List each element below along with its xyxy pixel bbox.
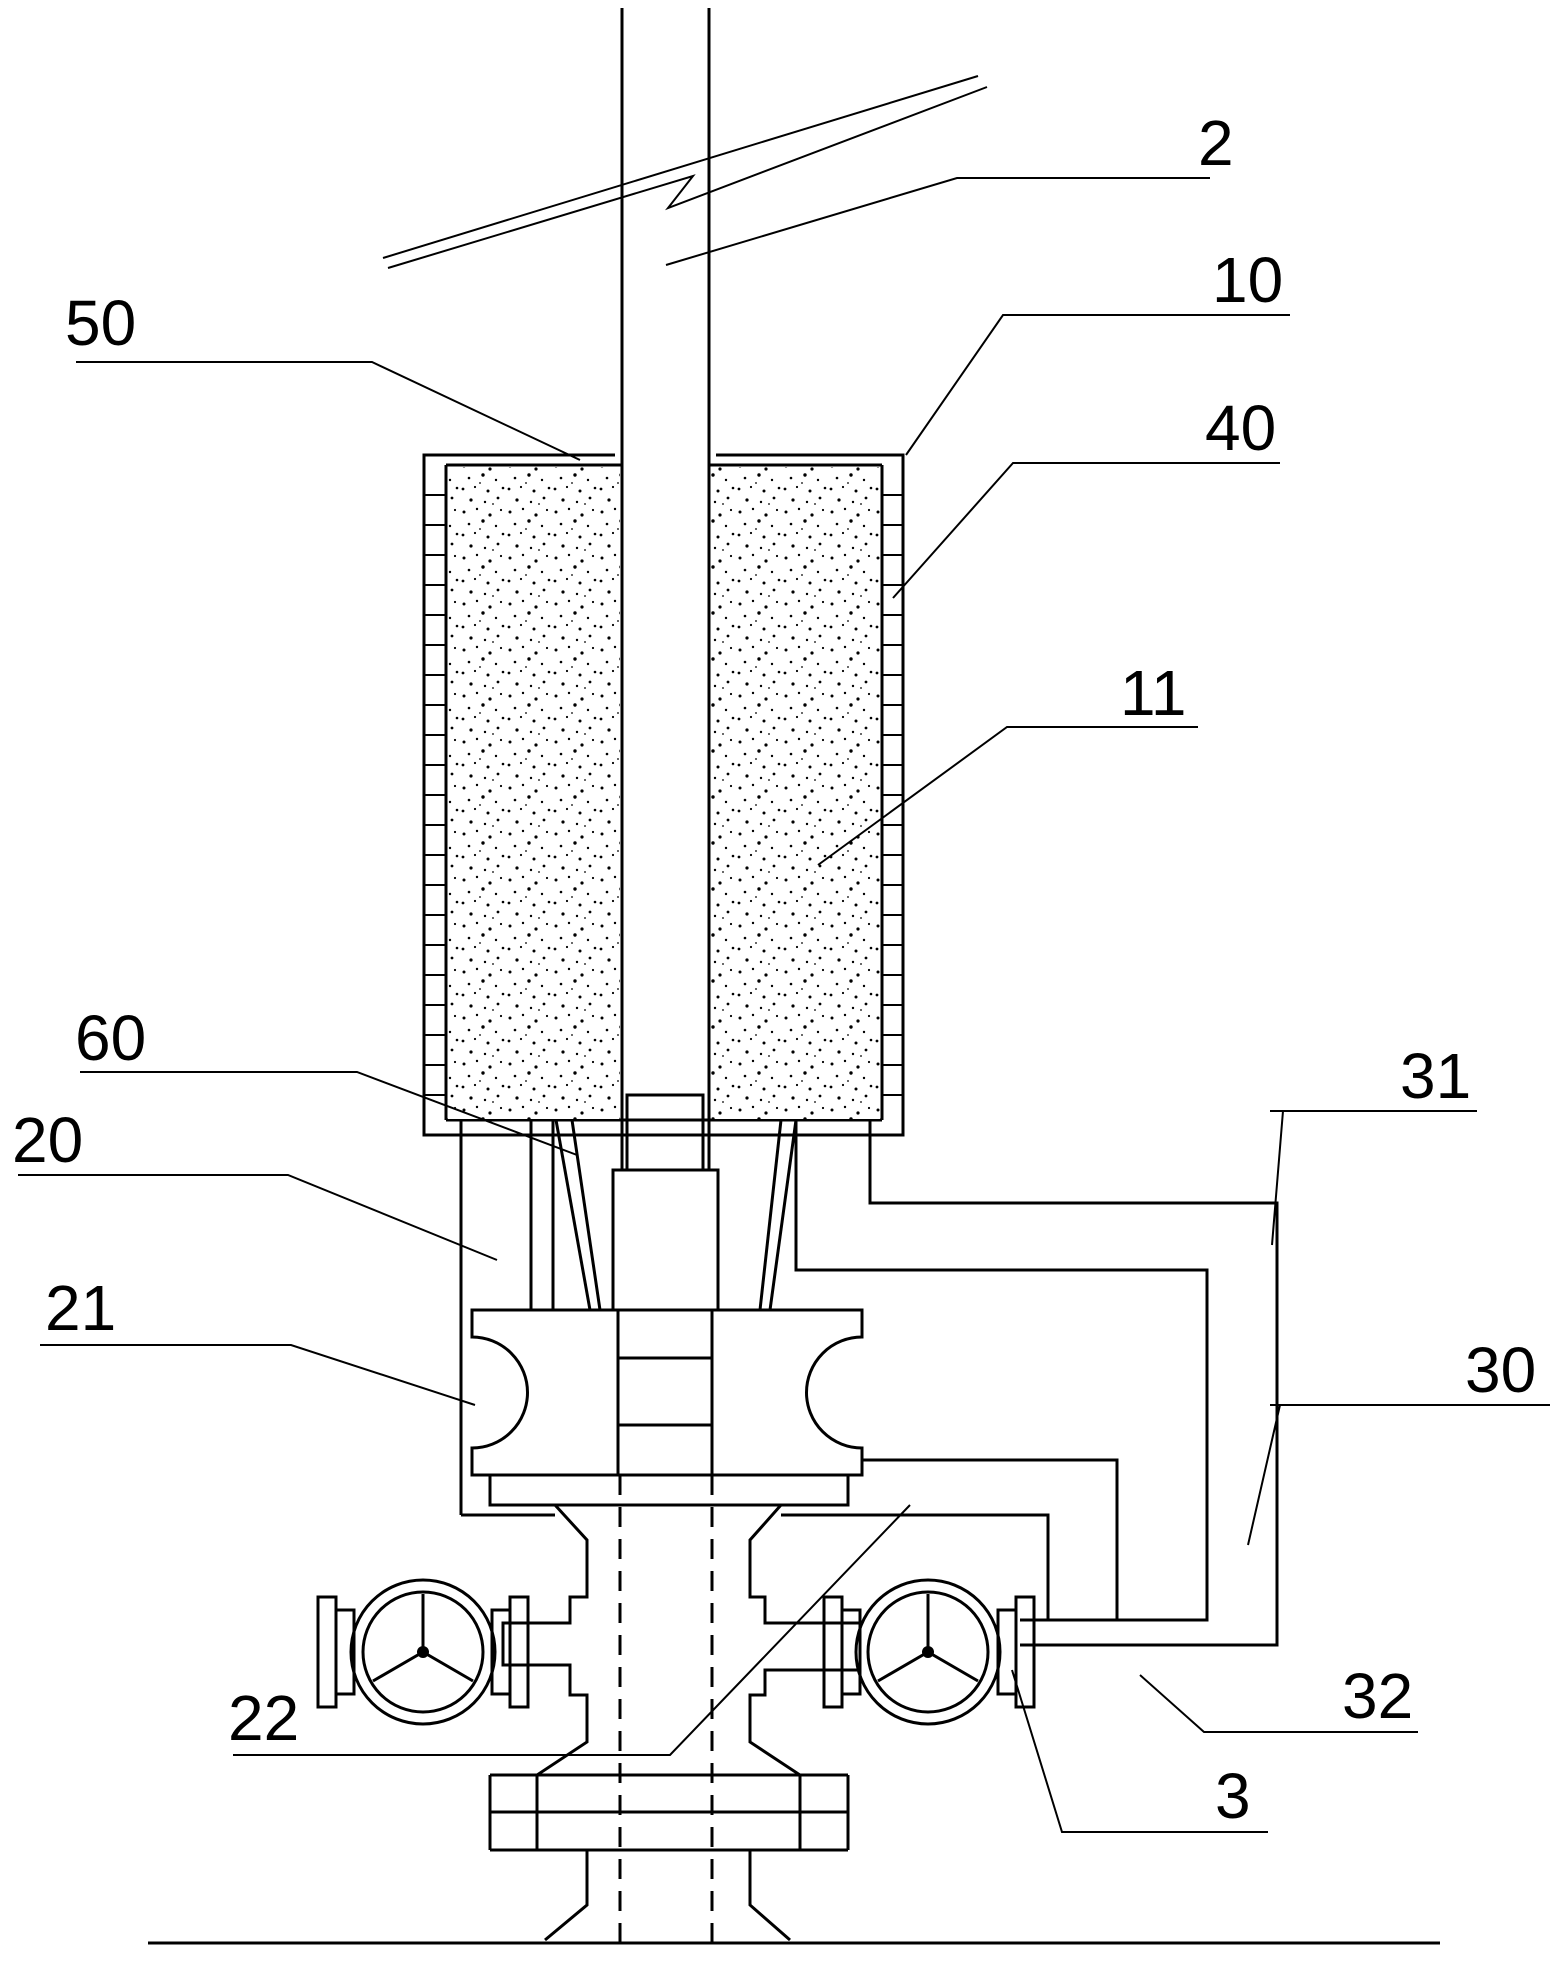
valve-right-3: [822, 1578, 1036, 1726]
leader-lines: [18, 177, 1550, 1833]
insulation-layer-40: [424, 494, 903, 1096]
break-line: [382, 75, 988, 269]
label-20: 20: [12, 1104, 83, 1176]
label-10: 10: [1212, 244, 1283, 316]
bottom-connectors-60: [459, 1119, 1279, 1647]
label-40: 40: [1205, 392, 1276, 464]
central-tube: [611, 465, 720, 1312]
label-21: 21: [45, 1272, 116, 1344]
label-32: 32: [1342, 1660, 1413, 1732]
label-30: 30: [1465, 1334, 1536, 1406]
label-11: 11: [1120, 657, 1186, 729]
label-2: 2: [1198, 107, 1234, 179]
container-shell: [422, 453, 905, 1137]
sleeve-21: [470, 1308, 1119, 1620]
label-31: 31: [1400, 1040, 1471, 1112]
reference-numerals: 2 10 50 40 11 60 20 21 31 30 22 32 3: [12, 107, 1536, 1832]
label-60: 60: [75, 1002, 146, 1074]
valve-left: [316, 1578, 530, 1726]
filter-media-11: [448, 467, 880, 1119]
label-3: 3: [1215, 1760, 1251, 1832]
label-50: 50: [65, 287, 136, 359]
label-22: 22: [228, 1682, 299, 1754]
pipe-2: [620, 8, 711, 468]
wellhead-22: [461, 1473, 1050, 1950]
